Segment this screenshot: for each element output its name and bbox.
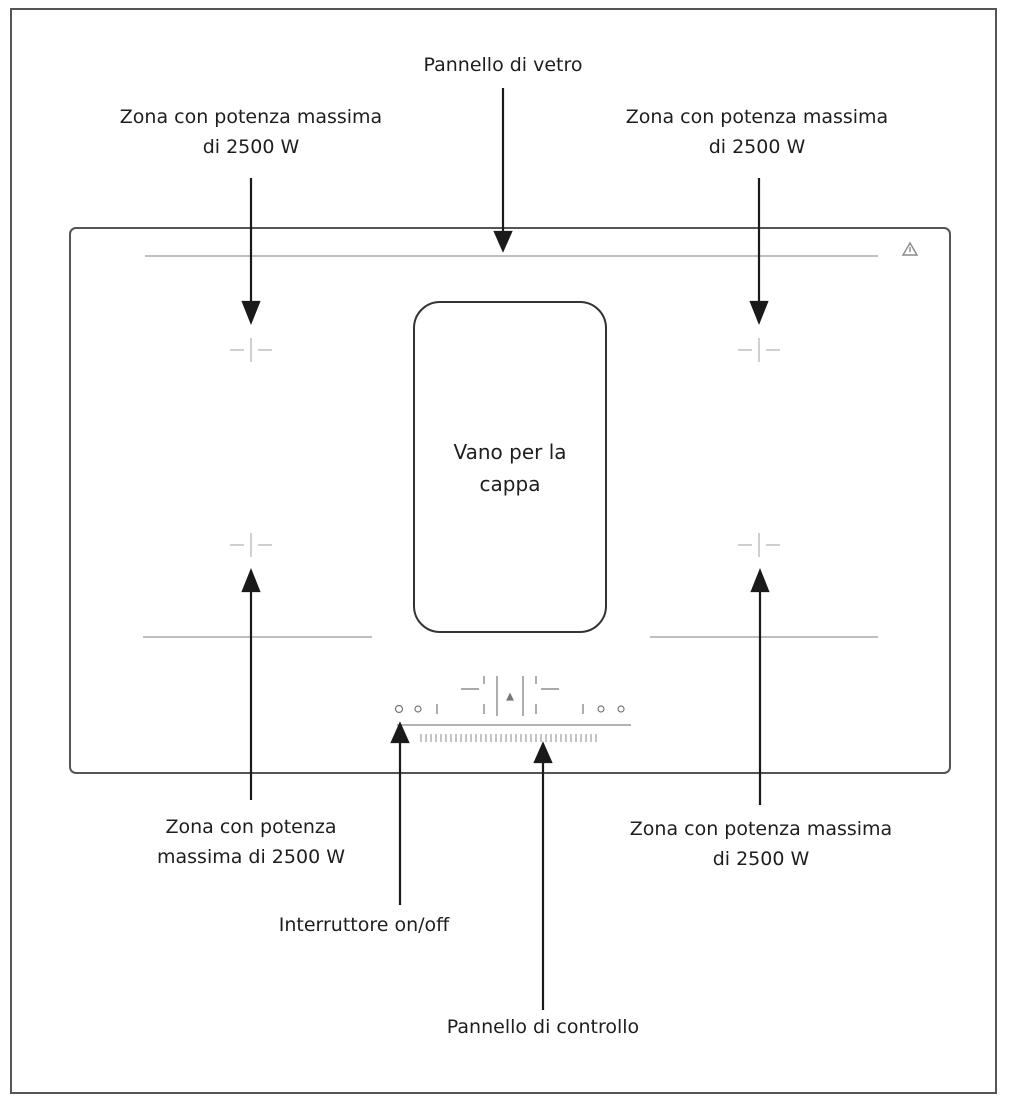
label-glass-panel: Pannello di vetro	[423, 54, 583, 76]
label-control-panel: Pannello di controllo	[446, 1016, 640, 1038]
zone-mark-bottom-right	[738, 533, 780, 557]
arrow-zone-bottom-right-head	[750, 568, 770, 593]
label-on-off-switch: Interruttore on/off	[278, 914, 450, 936]
control-panel	[394, 676, 631, 742]
arrow-on-off-head	[390, 721, 410, 744]
hood-fan-control-icon[interactable]	[461, 676, 559, 716]
lock-icon[interactable]	[414, 705, 422, 713]
hot-surface-warning-icon	[901, 241, 919, 256]
pause-icon[interactable]	[597, 705, 605, 713]
hood-compartment	[413, 301, 607, 633]
arrow-zone-top-right-head	[749, 300, 769, 325]
arrow-control-panel-head	[533, 741, 553, 764]
arrow-zone-bottom-left-head	[241, 568, 261, 593]
label-zone-bottom-right: Zona con potenza massima di 2500 W	[629, 818, 893, 870]
zone-mark-bottom-left	[230, 533, 272, 557]
label-zone-top-left: Zona con potenza massima di 2500 W	[119, 106, 383, 158]
arrow-zone-top-left-head	[241, 300, 261, 325]
zone-mark-top-right	[738, 338, 780, 362]
boost-icon[interactable]	[617, 705, 625, 713]
label-zone-top-right: Zona con potenza massima di 2500 W	[625, 106, 889, 158]
zone-mark-top-left	[230, 338, 272, 362]
label-hood-compartment: Vano per la cappa	[453, 440, 567, 496]
power-slider[interactable]	[420, 734, 597, 742]
arrow-glass-panel-head	[493, 230, 513, 253]
diagram-frame	[10, 8, 997, 1094]
label-zone-bottom-left: Zona con potenza massima di 2500 W	[157, 816, 345, 868]
on-off-button-icon[interactable]	[394, 704, 404, 714]
